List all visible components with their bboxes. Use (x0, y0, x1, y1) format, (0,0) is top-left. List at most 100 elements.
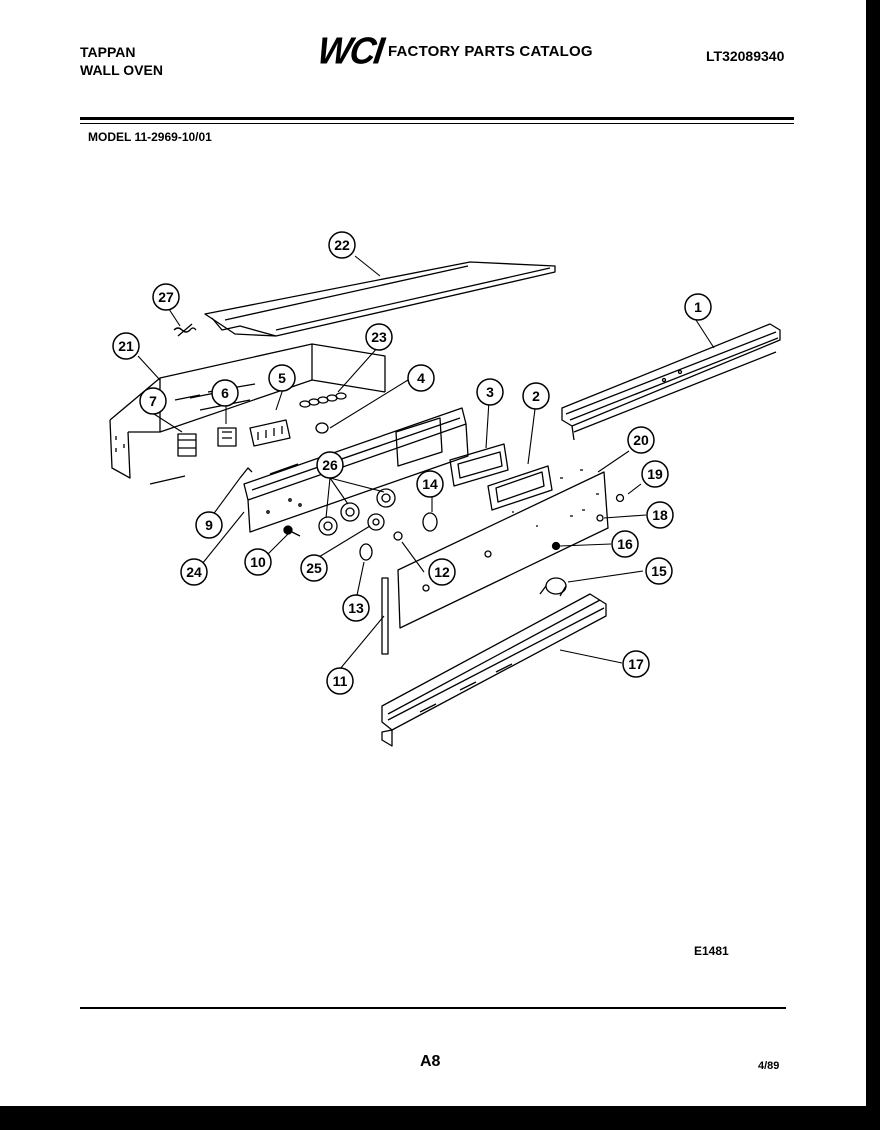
callout-circle (326, 667, 354, 695)
callout-circle (684, 293, 712, 321)
part-terminal-block (249, 419, 291, 447)
callout-label: 12 (434, 564, 450, 580)
part-spring (173, 323, 197, 337)
callout-label: 20 (633, 432, 649, 448)
callout-circle (416, 470, 444, 498)
callout-label: 22 (334, 237, 350, 253)
callout-label: 7 (149, 393, 157, 409)
callout-circle (180, 558, 208, 586)
callout-label: 26 (322, 457, 338, 473)
part-screw (283, 525, 301, 537)
callout-circle (244, 548, 272, 576)
callout-label: 23 (371, 329, 387, 345)
callout-13: 13 (342, 594, 370, 622)
catalog-number: LT32089340 (706, 48, 785, 64)
callout-circle (428, 558, 456, 586)
callout-15: 15 (645, 557, 673, 585)
callout-circle (627, 426, 655, 454)
header-rule-thick (80, 117, 794, 120)
page-number: A8 (420, 1053, 441, 1070)
catalog-page: TAPPAN WALL OVEN WCI FACTORY PARTS CATAL… (0, 0, 866, 1106)
callout-label: 1 (694, 299, 702, 315)
callout-label: 18 (652, 507, 668, 523)
callout-circle (645, 557, 673, 585)
part-trim-strip (381, 577, 389, 655)
model-number: MODEL 11-2969-10/01 (88, 130, 212, 144)
brand-name: TAPPAN (80, 44, 136, 60)
footer-rule (80, 1007, 786, 1009)
callout-7: 7 (139, 387, 167, 415)
part-lamp-holders (299, 392, 347, 408)
callout-22: 22 (328, 231, 356, 259)
callout-circle (195, 511, 223, 539)
part-knobs (318, 488, 396, 536)
callout-27: 27 (152, 283, 180, 311)
callout-6: 6 (211, 379, 239, 407)
header-rule-thin (80, 123, 794, 124)
callout-label: 19 (647, 466, 663, 482)
part-front-control-panel (397, 469, 609, 629)
callout-10: 10 (244, 548, 272, 576)
callout-circle (641, 460, 669, 488)
callout-label: 9 (205, 517, 213, 533)
callout-label: 5 (278, 370, 286, 386)
callout-label: 25 (306, 560, 322, 576)
callout-23: 23 (365, 323, 393, 351)
callout-label: 21 (118, 338, 134, 354)
callout-11: 11 (326, 667, 354, 695)
part-clock-knob (359, 543, 373, 561)
part-indicator-light (422, 512, 438, 532)
callout-25: 25 (300, 554, 328, 582)
callout-circle (611, 530, 639, 558)
part-grommet (315, 422, 329, 434)
callout-label: 3 (486, 384, 494, 400)
callout-circle (476, 378, 504, 406)
callout-circle (342, 594, 370, 622)
callout-circle (268, 364, 296, 392)
callout-circle (328, 231, 356, 259)
callout-12: 12 (428, 558, 456, 586)
callout-circle (139, 387, 167, 415)
callout-label: 6 (221, 385, 229, 401)
callout-label: 11 (333, 673, 348, 689)
part-top-cover-panel (204, 261, 556, 337)
callout-label: 27 (158, 289, 174, 305)
callout-20: 20 (627, 426, 655, 454)
callout-16: 16 (611, 530, 639, 558)
part-washer (367, 513, 385, 531)
callout-2: 2 (522, 382, 550, 410)
callout-19: 19 (641, 460, 669, 488)
part-display-lens (487, 465, 553, 511)
part-display-module (449, 443, 509, 487)
callout-circle (622, 650, 650, 678)
part-lower-trim-rail (381, 593, 607, 747)
callout-label: 15 (651, 563, 667, 579)
callout-3: 3 (476, 378, 504, 406)
print-date: 4/89 (758, 1060, 780, 1072)
part-control-panel-frame (243, 407, 469, 533)
part-small-fasteners (551, 493, 625, 551)
callout-circle (646, 501, 674, 529)
callout-5: 5 (268, 364, 296, 392)
callout-label: 17 (628, 656, 644, 672)
callout-circle (152, 283, 180, 311)
callout-label: 14 (422, 476, 438, 492)
callout-circle (211, 379, 239, 407)
part-switch (217, 427, 237, 447)
catalog-heading: WCI FACTORY PARTS CATALOG (315, 29, 593, 72)
part-oven-knob (539, 577, 567, 597)
part-wire-clip (239, 467, 253, 479)
callout-18: 18 (646, 501, 674, 529)
callout-label: 16 (617, 536, 633, 552)
callout-circle (300, 554, 328, 582)
part-relay (149, 433, 197, 485)
part-small-grommet (393, 531, 403, 541)
callout-label: 4 (417, 370, 425, 386)
callout-circle (365, 323, 393, 351)
figure-id: E1481 (694, 944, 729, 958)
callout-17: 17 (622, 650, 650, 678)
callout-circle (316, 451, 344, 479)
callout-26: 26 (316, 451, 344, 479)
callout-1: 1 (684, 293, 712, 321)
callout-24: 24 (180, 558, 208, 586)
